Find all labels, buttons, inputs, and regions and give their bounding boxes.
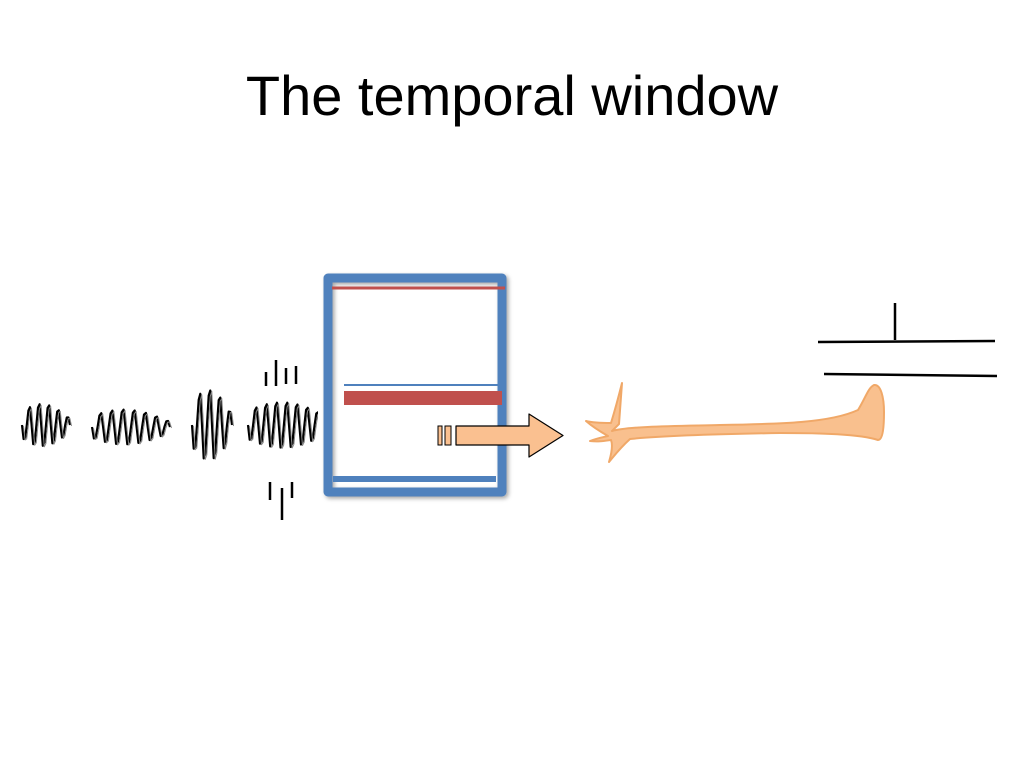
waveform-segment-shadow: [193, 391, 234, 460]
input-arrow-icon: [437, 413, 564, 458]
waveform-segment: [20, 403, 72, 447]
neuron-axon-icon: [585, 382, 885, 463]
waveform-segment: [190, 389, 234, 460]
window-mid-red-bar: [344, 391, 502, 405]
temporal-window-frame: [323, 273, 507, 497]
waveform-segment-shadow: [23, 404, 72, 448]
slide-title: The temporal window: [245, 64, 779, 127]
waveform-segment: [90, 408, 172, 446]
waveform-segment-shadow: [93, 410, 172, 446]
waveform-segment-shadow: [249, 403, 332, 449]
electrode-plates-icon: [817, 303, 998, 378]
sound-waveform: [20, 360, 332, 520]
